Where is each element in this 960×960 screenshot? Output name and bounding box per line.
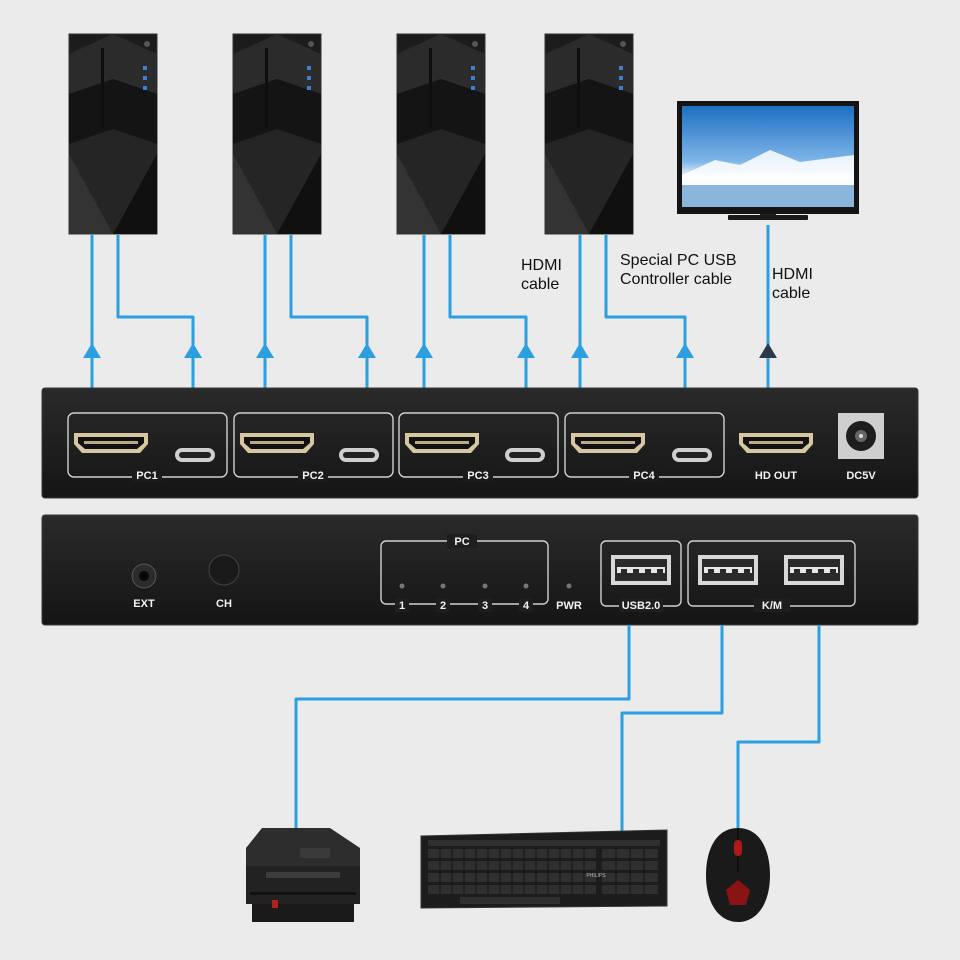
ch-button[interactable] [209,555,239,585]
computer-tower-icon [545,34,633,234]
up-arrow-icon [184,343,202,358]
usb-controller-cable-label-line2: Controller cable [620,271,732,288]
printer-icon [246,828,360,922]
indicator-1-label: 1 [399,600,405,612]
hdmi-port-icon [240,433,314,453]
pc-group-label: PC [454,536,469,548]
usb-port-icon [784,555,844,585]
mouse-icon [706,828,770,922]
computer-tower-icon [397,34,485,234]
up-arrow-icon [571,343,589,358]
usb-cable-pc3 [450,235,526,388]
mouse-cable [738,625,819,828]
up-arrow-icon [517,343,535,358]
indicator-led-icon [441,584,446,589]
hdmi-port-icon [571,433,645,453]
computers [69,34,633,234]
up-arrow-icon [358,343,376,358]
indicator-led-icon [400,584,405,589]
hdmi-output-cable-label-line2: cable [772,285,810,302]
up-arrow-icon [415,343,433,358]
keyboard-brand-label: PHILIPS [586,873,606,879]
computer-tower-icon [233,34,321,234]
indicator-4-label: 4 [523,600,530,612]
keyboard-cable [622,625,722,832]
printer-cable [296,625,629,828]
hdmi-port-icon [74,433,148,453]
switch-back-panel: PC1 PC2 PC3 PC4 HD OUT DC5V [42,388,918,498]
usb-cable-pc2 [291,235,367,388]
usb-port-icon [672,448,712,462]
usb-port-icon [611,555,671,585]
switch-front-panel: EXT CH PC 1 2 3 4 PWR USB2.0 K/M [42,515,918,625]
pc2-port-label: PC2 [302,470,323,482]
hdmi-out-port-icon [739,433,813,453]
up-arrow-icon [256,343,274,358]
pc3-port-label: PC3 [467,470,488,482]
cable-group-top [92,225,768,388]
up-arrow-icon [676,343,694,358]
pc1-port-label: PC1 [136,470,157,482]
dc5v-label: DC5V [846,470,876,482]
ext-label: EXT [133,598,155,610]
usb-controller-cable-label-line1: Special PC USB [620,252,737,269]
km-label: K/M [762,600,782,612]
hdmi-input-cable-label-line1: HDMI [521,257,562,274]
usb-port-icon [505,448,545,462]
pc4-port-label: PC4 [633,470,655,482]
usb-port-icon [698,555,758,585]
indicator-3-label: 3 [482,600,488,612]
usb2-label: USB2.0 [622,600,661,612]
power-led-icon [567,584,572,589]
hdmi-port-icon [405,433,479,453]
usb-port-icon [339,448,379,462]
usb-port-icon [175,448,215,462]
hd-out-label: HD OUT [755,470,797,482]
indicator-led-icon [524,584,529,589]
indicator-2-label: 2 [440,600,446,612]
arrow-group [83,343,777,358]
up-arrow-icon [83,343,101,358]
ch-label: CH [216,598,232,610]
pwr-label: PWR [556,600,582,612]
usb-cable-pc1 [118,235,193,388]
monitor-icon [677,101,859,220]
computer-tower-icon [69,34,157,234]
indicator-led-icon [483,584,488,589]
up-arrow-icon [759,343,777,358]
keyboard-icon: PHILIPS [421,830,667,908]
hdmi-output-cable-label-line1: HDMI [772,266,813,283]
hdmi-input-cable-label-line2: cable [521,276,559,293]
cable-group-bottom [296,625,819,832]
